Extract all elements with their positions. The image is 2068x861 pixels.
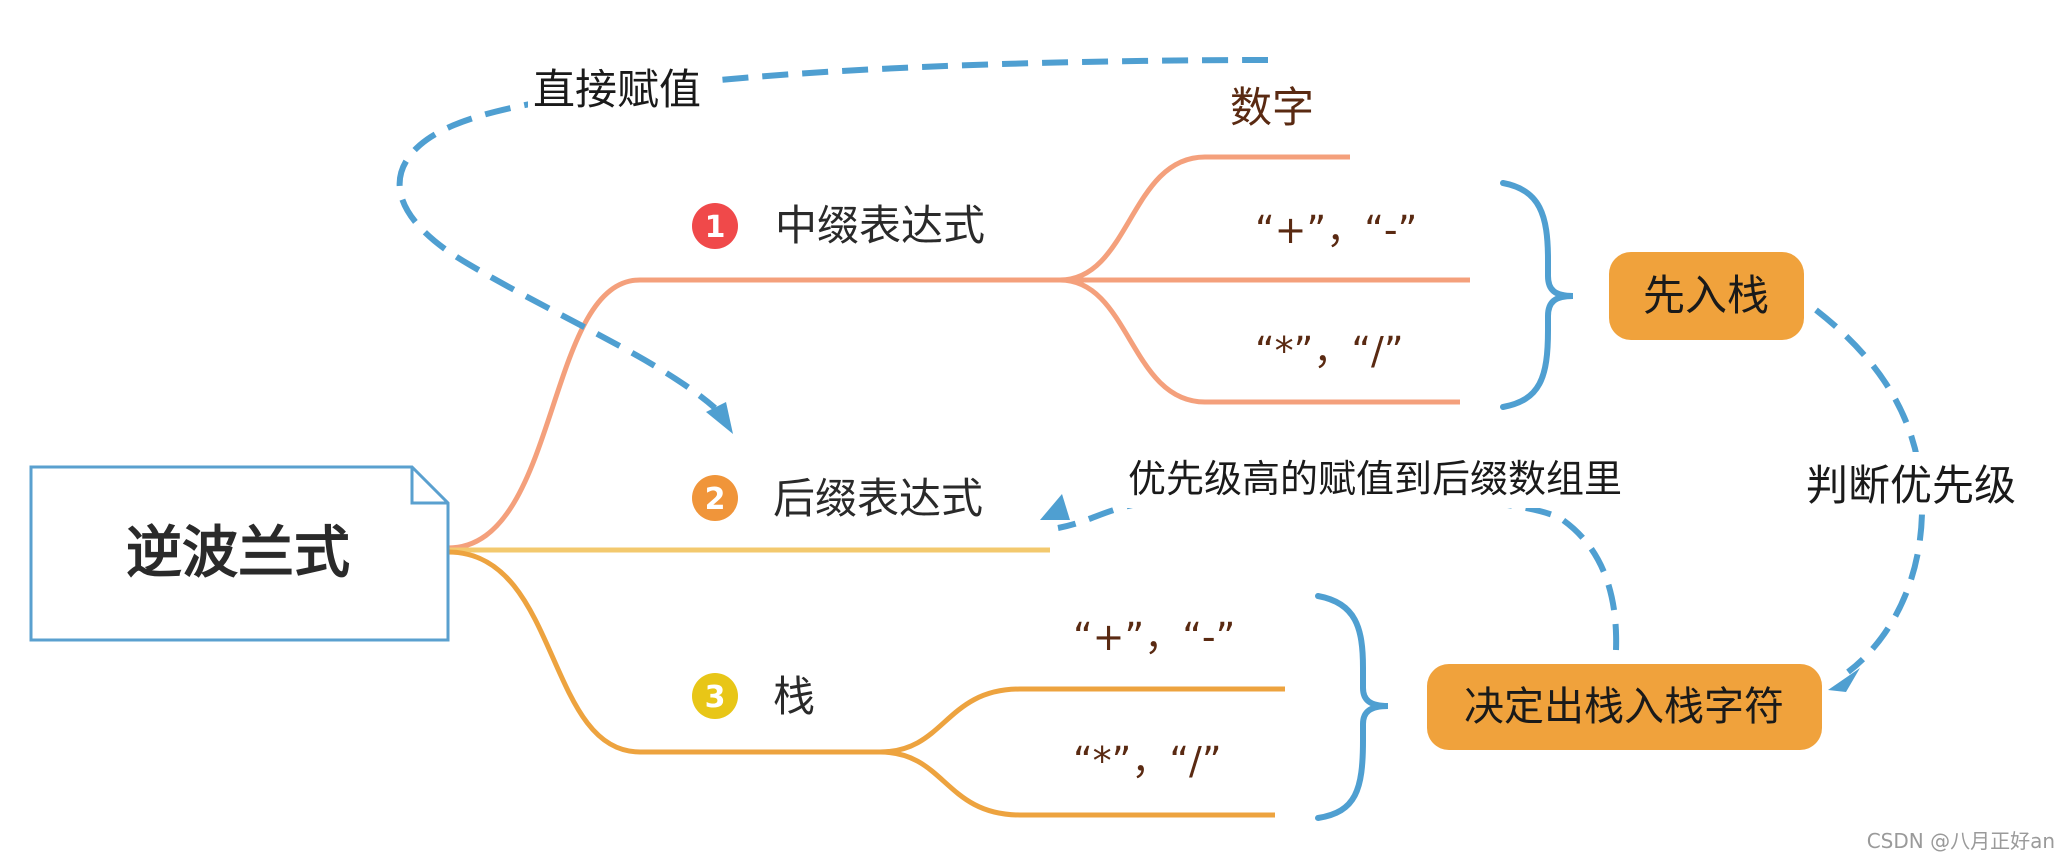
- number-badge-2: [692, 475, 738, 521]
- stack-leaf-connector-plus-minus: [879, 686, 1285, 755]
- annotation-direct-assign: 直接赋值: [533, 65, 701, 114]
- number-badge-1: [692, 203, 738, 249]
- annotation-judge-priority: 判断优先级: [1806, 461, 2016, 510]
- annotation-high-priority: 优先级高的赋值到后缀数组里: [1128, 457, 1622, 501]
- root-label: 逆波兰式: [126, 521, 350, 586]
- branch-label-postfix: 后缀表达式: [773, 474, 983, 523]
- right-brace-infix: [1500, 180, 1574, 410]
- arrowhead-direct-assign: [706, 402, 733, 434]
- branch-label-stack: 栈: [773, 672, 815, 721]
- leaf-label-stack-plus-minus[interactable]: “+”，“-”: [1073, 615, 1235, 659]
- leaf-label-stack-mul-div[interactable]: “*”，“/”: [1073, 739, 1222, 783]
- annotation-bg-direct-assign: [528, 62, 718, 118]
- branch-connector-stack: [447, 549, 890, 755]
- infix-leaf-connector-number: [1059, 154, 1350, 283]
- watermark: CSDN @八月正好an: [1867, 829, 2055, 853]
- push-first-pill[interactable]: 先入栈: [1609, 252, 1804, 340]
- number-badge-3: [692, 673, 738, 719]
- branch-postfix[interactable]: 2 后缀表达式: [692, 474, 983, 523]
- infix-leaf-connector-mul-div: [1059, 277, 1460, 405]
- connector-high-priority: [1057, 494, 1620, 651]
- arrowhead-high-priority: [1040, 494, 1070, 520]
- root-node[interactable]: 逆波兰式: [29, 465, 450, 642]
- branch-stack[interactable]: 3 栈: [692, 672, 815, 721]
- badge-number-3: 3: [705, 680, 726, 715]
- badge-number-1: 1: [705, 210, 726, 245]
- leaf-label-number[interactable]: 数字: [1230, 83, 1314, 132]
- arrowhead-judge-priority: [1828, 668, 1860, 692]
- decide-label: 决定出栈入栈字符: [1464, 684, 1784, 730]
- stack-leaf-connector-mul-div: [879, 749, 1275, 818]
- badge-number-2: 2: [705, 482, 726, 517]
- annotation-bg-high-priority: [1124, 452, 1634, 508]
- decide-pill[interactable]: 决定出栈入栈字符: [1427, 664, 1822, 750]
- leaf-label-infix-mul-div[interactable]: “*”，“/”: [1255, 329, 1404, 373]
- branch-infix[interactable]: 1 中缀表达式: [692, 201, 985, 250]
- annotation-bg-judge-priority: [1800, 452, 2040, 514]
- branch-label-infix: 中缀表达式: [775, 201, 985, 250]
- right-brace-stack: [1315, 593, 1389, 821]
- connector-direct-assign: [396, 57, 1269, 411]
- leaf-label-infix-plus-minus[interactable]: “+”，“-”: [1255, 208, 1417, 252]
- branch-connector-infix: [447, 277, 1070, 551]
- push-first-label: 先入栈: [1643, 271, 1769, 320]
